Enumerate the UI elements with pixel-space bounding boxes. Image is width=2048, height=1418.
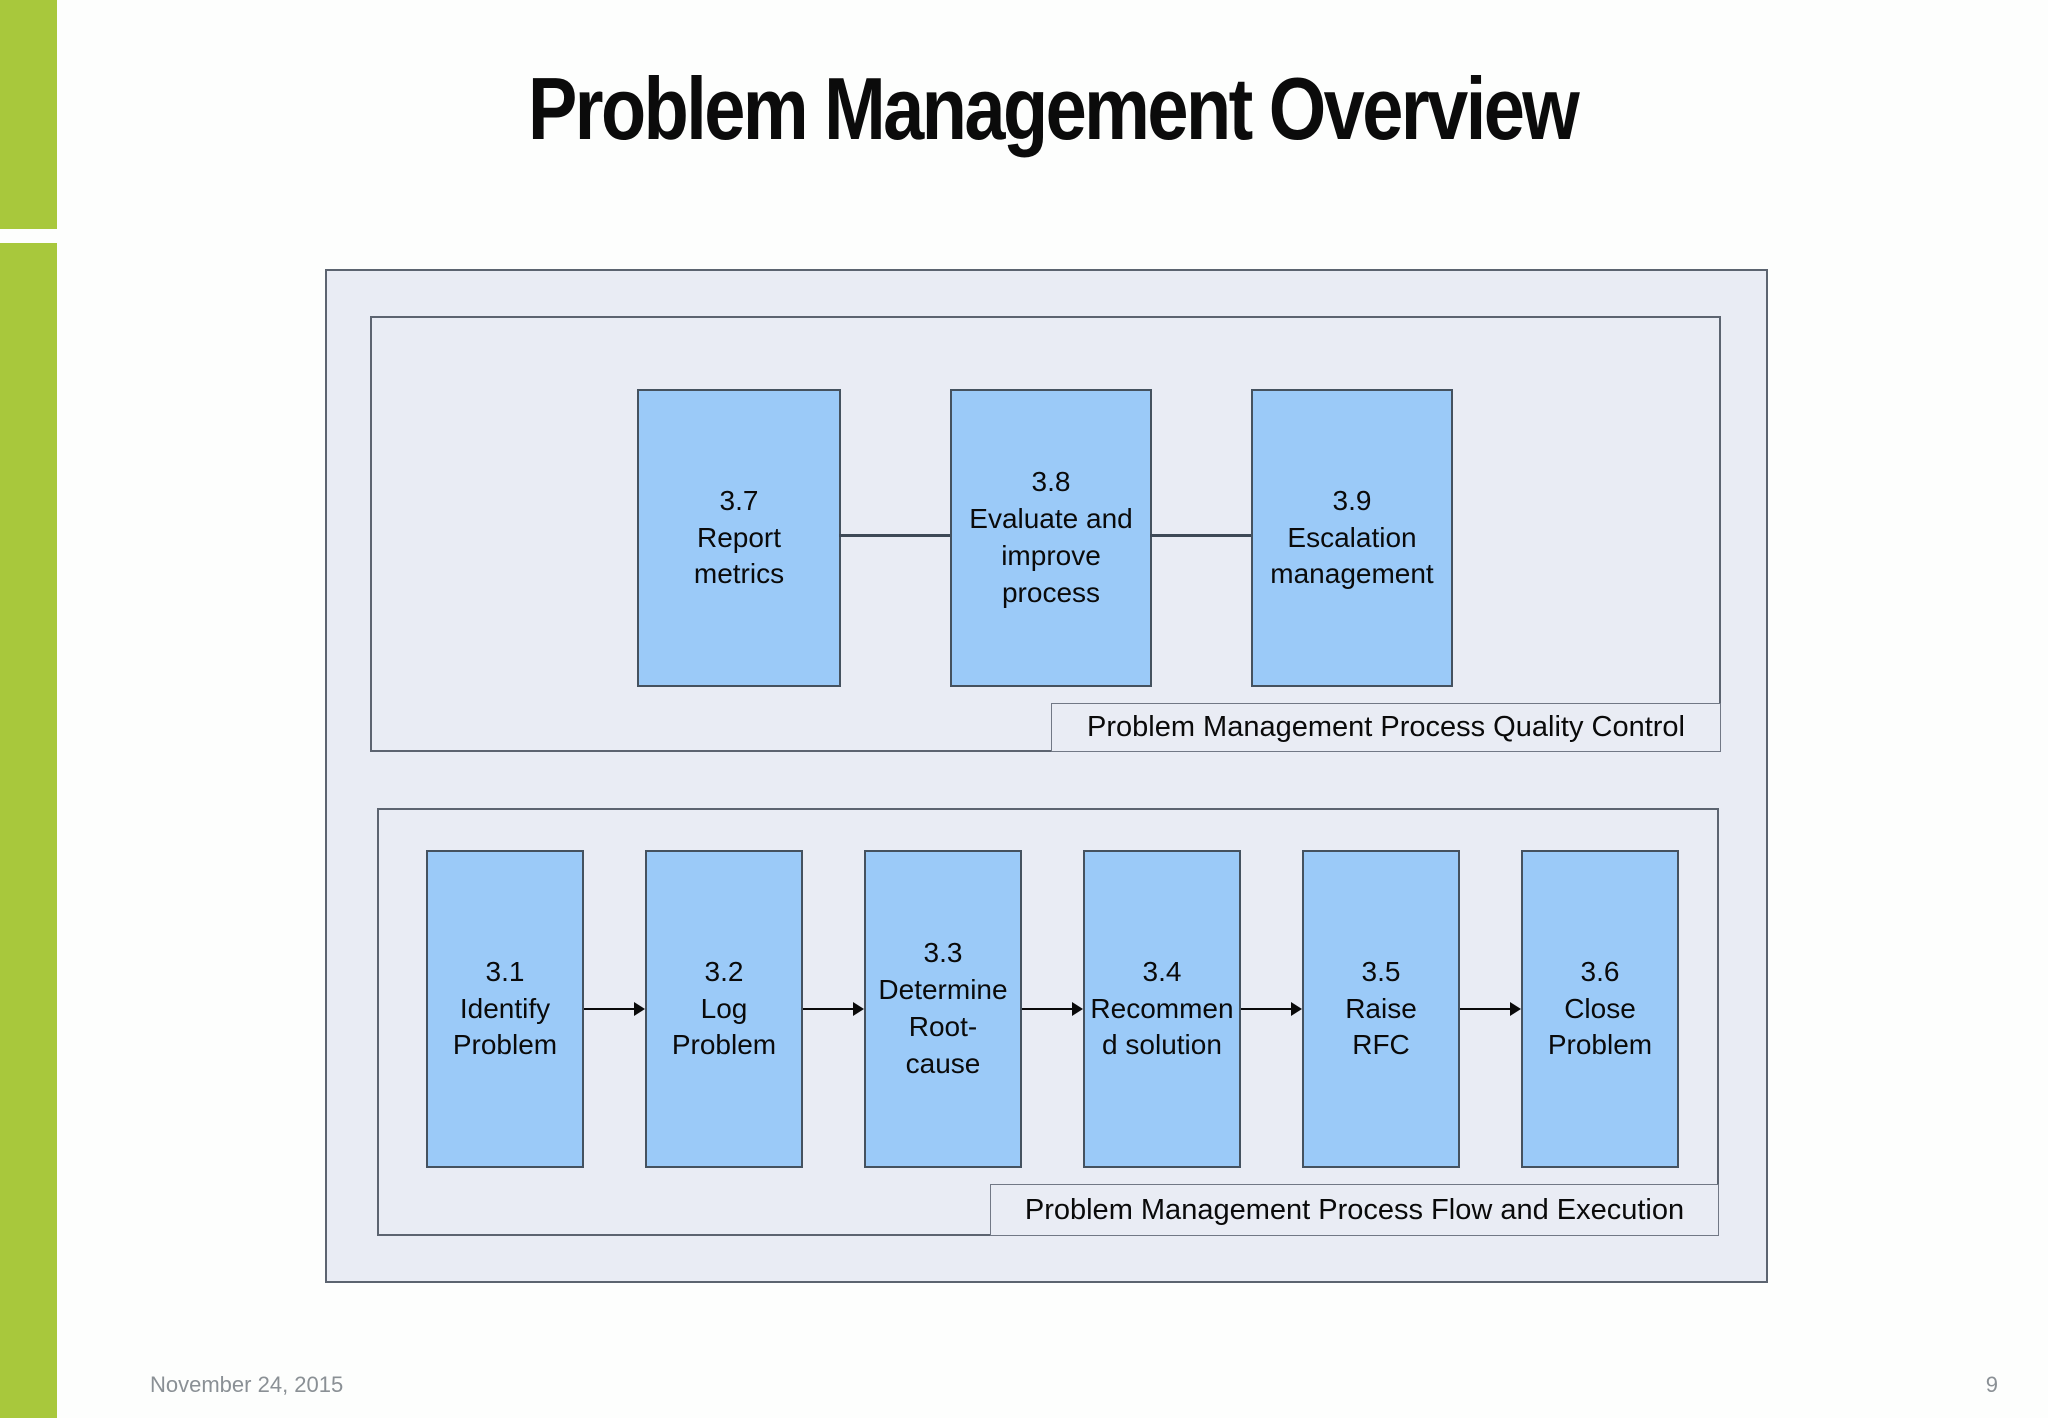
- slide-title-container: Problem Management Overview: [57, 58, 2048, 160]
- process-box-label: 3.2 Log Problem: [671, 955, 777, 1061]
- arrow-3-4-to-3-5: [1241, 1001, 1302, 1017]
- quality-control-panel-label: Problem Management Process Quality Contr…: [1087, 711, 1685, 743]
- process-box-3-3-determine-root-cause: 3.3 Determine Root- cause: [864, 850, 1022, 1168]
- process-box-3-8-evaluate-improve: 3.8 Evaluate and improve process: [950, 389, 1152, 687]
- slide-title: Problem Management Overview: [527, 59, 1580, 158]
- process-box-3-7-report-metrics: 3.7 Report metrics: [637, 389, 841, 687]
- process-box-label: 3.5 Raise RFC: [1345, 955, 1417, 1061]
- process-box-label: 3.9 Escalation management: [1270, 484, 1434, 590]
- arrow-3-3-to-3-4: [1022, 1001, 1083, 1017]
- quality-control-panel: 3.7 Report metrics 3.8 Evaluate and impr…: [370, 316, 1721, 752]
- process-box-label: 3.3 Determine Root- cause: [878, 937, 1008, 1079]
- connector-3-8-to-3-9: [1150, 534, 1253, 537]
- process-box-label: 3.1 Identify Problem: [452, 955, 558, 1061]
- process-box-3-1-identify-problem: 3.1 Identify Problem: [426, 850, 584, 1168]
- process-box-3-5-raise-rfc: 3.5 Raise RFC: [1302, 850, 1460, 1168]
- flow-execution-panel-label-box: Problem Management Process Flow and Exec…: [990, 1184, 1719, 1236]
- flow-execution-panel-label: Problem Management Process Flow and Exec…: [1024, 1193, 1685, 1226]
- flow-execution-panel: 3.1 Identify Problem 3.2 Log Problem 3.3…: [377, 808, 1719, 1236]
- quality-control-panel-label-box: Problem Management Process Quality Contr…: [1051, 703, 1721, 752]
- arrow-3-2-to-3-3: [803, 1001, 864, 1017]
- process-box-3-9-escalation-management: 3.9 Escalation management: [1251, 389, 1453, 687]
- process-box-label: 3.4 Recommen d solution: [1090, 955, 1234, 1061]
- process-box-3-6-close-problem: 3.6 Close Problem: [1521, 850, 1679, 1168]
- process-box-label: 3.6 Close Problem: [1547, 955, 1653, 1061]
- process-box-3-4-recommend-solution: 3.4 Recommen d solution: [1083, 850, 1241, 1168]
- process-box-label: 3.8 Evaluate and improve process: [969, 466, 1133, 608]
- accent-bar-top-segment: [0, 0, 57, 229]
- process-box-3-2-log-problem: 3.2 Log Problem: [645, 850, 803, 1168]
- footer-date: November 24, 2015: [150, 1372, 344, 1397]
- footer-page-number: 9: [1985, 1372, 1998, 1397]
- process-box-label: 3.7 Report metrics: [693, 484, 785, 590]
- connector-3-7-to-3-8: [839, 534, 952, 537]
- arrow-3-1-to-3-2: [584, 1001, 645, 1017]
- accent-bar-bottom-segment: [0, 243, 57, 1418]
- problem-management-diagram: 3.7 Report metrics 3.8 Evaluate and impr…: [325, 269, 1768, 1283]
- arrow-3-5-to-3-6: [1460, 1001, 1521, 1017]
